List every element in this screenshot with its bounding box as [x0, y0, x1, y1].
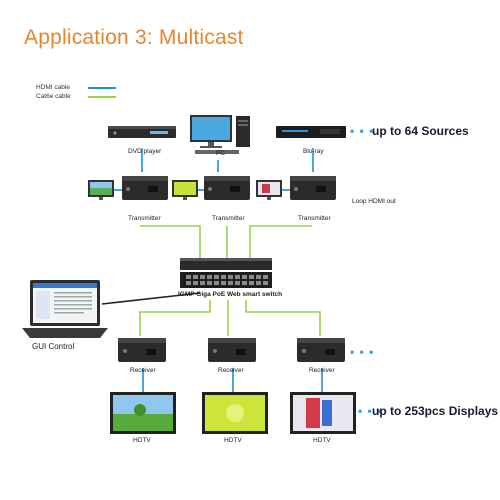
- legend-hdmi-label: HDMI cable: [36, 84, 70, 91]
- gui-control-label: GUI Control: [32, 342, 75, 351]
- hdmi-cables: [112, 148, 323, 392]
- sources-note: up to 64 Sources: [372, 124, 469, 138]
- dvd-player-label: DVD player: [128, 148, 162, 155]
- switch-label: IGMP Giga PoE Web smart switch: [178, 291, 283, 298]
- control-cable: [101, 292, 201, 305]
- more-receivers-dots: • • •: [350, 345, 375, 359]
- monitor-icon: [88, 180, 114, 200]
- hdtv-icon: [110, 392, 176, 434]
- bluray-player-icon: [276, 126, 346, 138]
- transmitter-icon: [290, 176, 336, 200]
- receiver-label: Receiver: [309, 367, 335, 374]
- receiver-label: Receiver: [218, 367, 244, 374]
- transmitter-label: Transmitter: [298, 215, 331, 222]
- hdtv-label: HDTV: [133, 437, 151, 444]
- transmitter-icon: [122, 176, 168, 200]
- dvd-player-icon: [108, 126, 176, 138]
- bluray-label: Blu-ray: [303, 148, 324, 155]
- pc-label: PC: [216, 150, 226, 157]
- more-sources-dots: • • •: [350, 124, 375, 138]
- laptop-icon: [22, 280, 108, 338]
- receiver-label: Receiver: [130, 367, 156, 374]
- hdtv-label: HDTV: [313, 437, 331, 444]
- monitor-icon: [172, 180, 198, 200]
- receiver-icon: [118, 338, 166, 362]
- receiver-icon: [297, 338, 345, 362]
- legend-cat6e-label: Cat6e cable: [36, 93, 71, 100]
- receiver-icon: [208, 338, 256, 362]
- legend-hdmi-line: [88, 87, 116, 89]
- hdtv-icon: [202, 392, 268, 434]
- switch-icon: [180, 258, 272, 288]
- cat6e-cables: [139, 225, 321, 336]
- legend-cat6e-line: [88, 96, 116, 98]
- transmitter-icon: [204, 176, 250, 200]
- hdtv-label: HDTV: [224, 437, 242, 444]
- transmitter-label: Transmitter: [128, 215, 161, 222]
- diagram-title: Application 3: Multicast: [24, 26, 244, 49]
- displays-note: up to 253pcs Displays: [372, 404, 499, 418]
- pc-icon: [190, 115, 250, 154]
- more-displays-dots: • • •: [358, 404, 383, 418]
- loop-hdmi-label: Loop HDMI out: [352, 198, 396, 205]
- transmitter-label: Transmitter: [212, 215, 245, 222]
- monitor-icon: [256, 180, 282, 200]
- hdtv-icon: [290, 392, 356, 434]
